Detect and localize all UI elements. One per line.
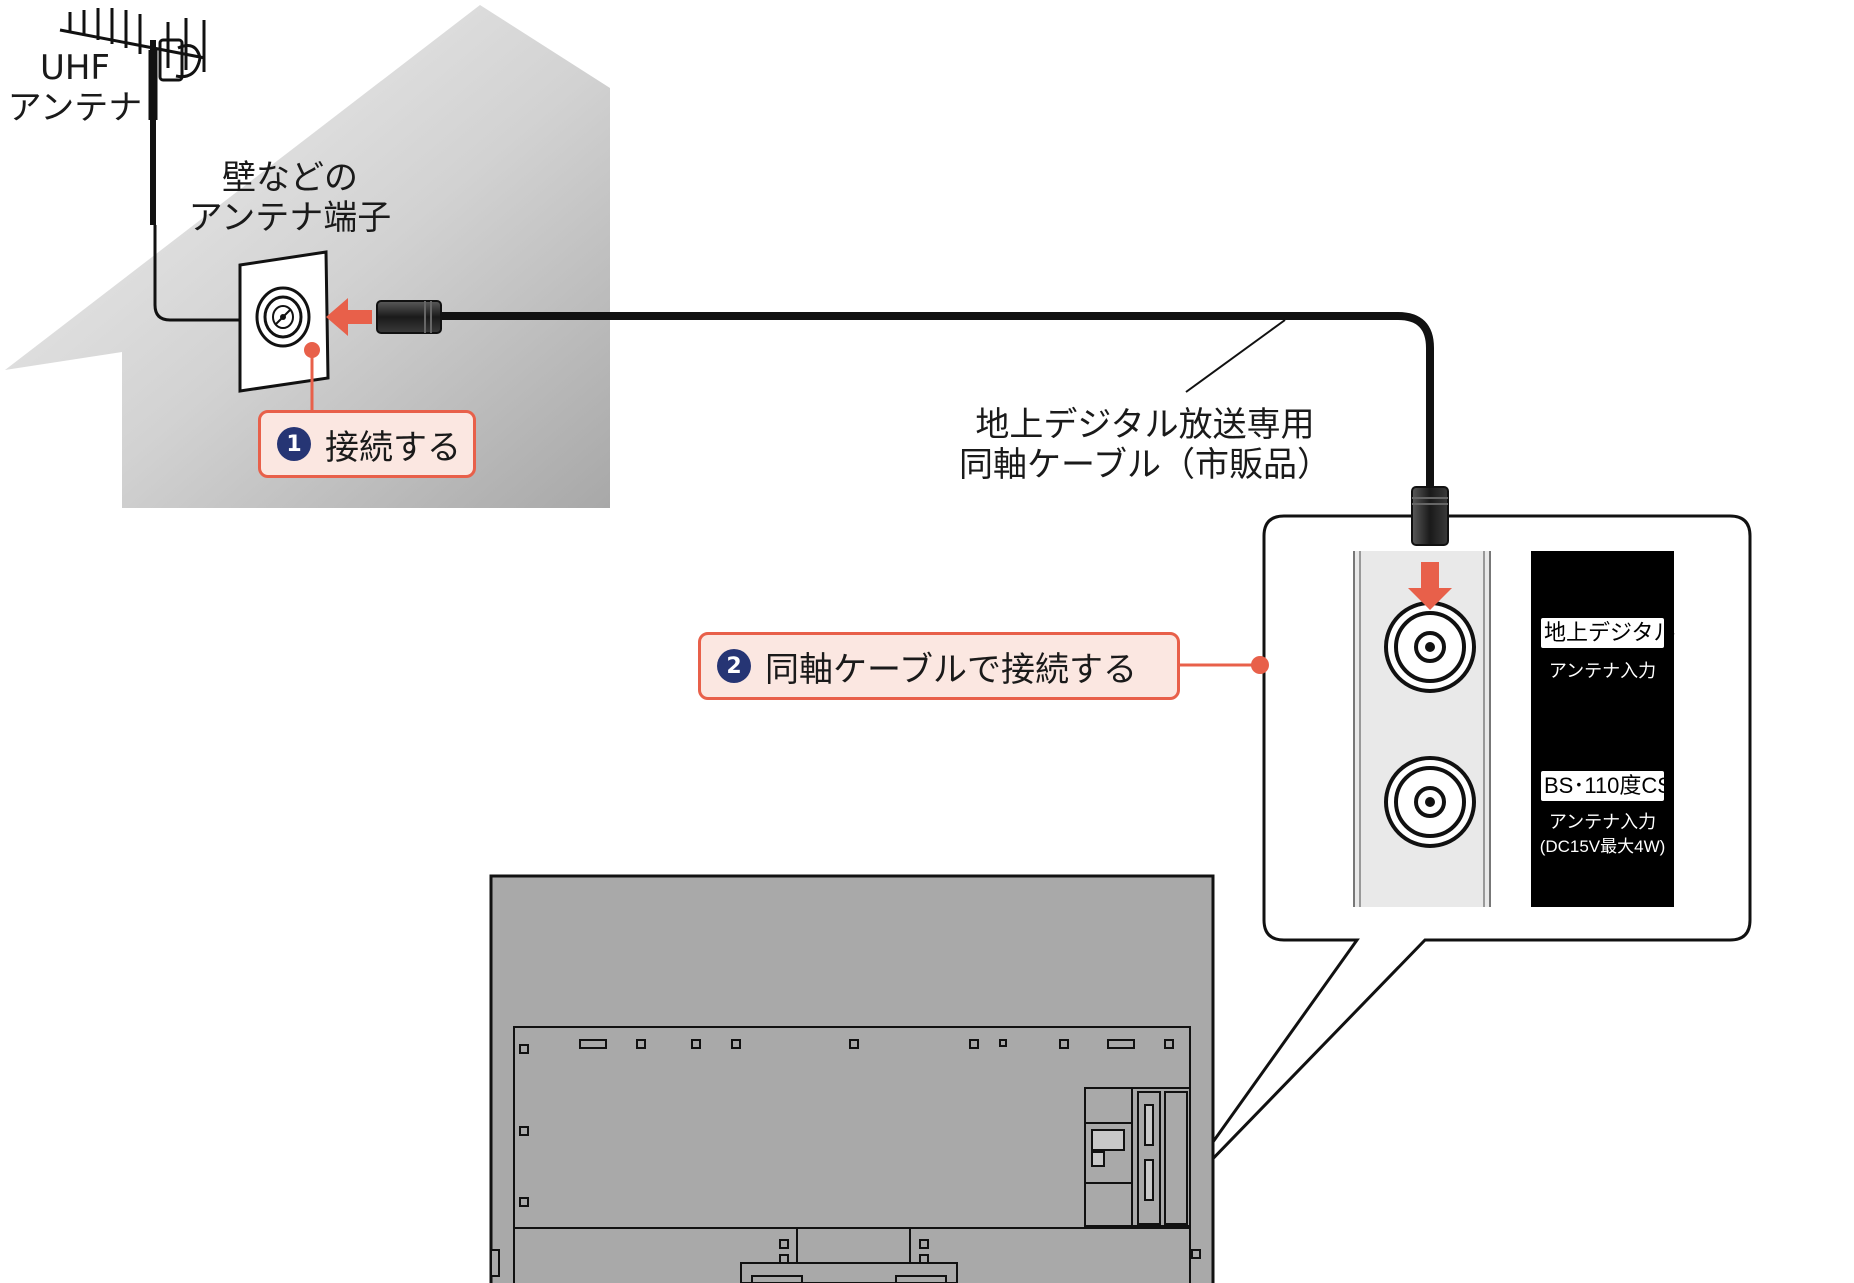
- bs-cs-port-caption: アンテナ入力: [1548, 812, 1657, 832]
- coax-plug-tv: [1411, 486, 1449, 546]
- terrestrial-antenna-port: [1384, 601, 1476, 693]
- bs-cs-antenna-port: [1384, 756, 1476, 848]
- step-2-badge: 2: [717, 649, 751, 683]
- step-2-text: 同軸ケーブルで接続する: [765, 649, 1137, 690]
- cable-label-line2: 同軸ケーブル（市販品）: [959, 445, 1331, 485]
- uhf-antenna-label-line2: アンテナ: [7, 88, 143, 128]
- wall-terminal-label-line2: アンテナ端子: [188, 198, 392, 238]
- insert-arrow-port: [1408, 562, 1452, 610]
- cable-label: 地上デジタル放送専用 同軸ケーブル（市販品）: [950, 405, 1340, 485]
- uhf-antenna-label-line1: UHF: [39, 48, 110, 88]
- wall-terminal-label: 壁などの アンテナ端子: [170, 158, 410, 238]
- terrestrial-port-plate: 地上デジタル: [1541, 618, 1676, 648]
- wall-antenna-terminal: [238, 250, 330, 393]
- step-1-badge: 1: [277, 427, 311, 461]
- cable-label-line1: 地上デジタル放送専用: [975, 405, 1315, 445]
- uhf-antenna-icon: [59, 8, 206, 225]
- wall-terminal-label-line1: 壁などの: [222, 158, 358, 198]
- bs-cs-port-plate: BS･110度CS: [1541, 771, 1672, 801]
- step-2-callout: 2 同軸ケーブルで接続する: [698, 632, 1180, 700]
- coax-cable: [440, 312, 1434, 490]
- step-1-text: 接続する: [325, 427, 461, 468]
- cable-label-leader: [1185, 319, 1286, 393]
- bs-cs-port-note: (DC15V最大4W): [1539, 837, 1666, 856]
- uhf-antenna-label: UHF アンテナ: [0, 48, 150, 128]
- step-1-callout: 1 接続する: [258, 410, 476, 478]
- terrestrial-port-caption: アンテナ入力: [1548, 661, 1657, 681]
- antenna-lead-wire: [153, 225, 240, 322]
- insert-arrow-wall: [326, 298, 372, 336]
- port-label-panel: [1531, 551, 1674, 907]
- tv-rear-view: [489, 874, 1215, 1283]
